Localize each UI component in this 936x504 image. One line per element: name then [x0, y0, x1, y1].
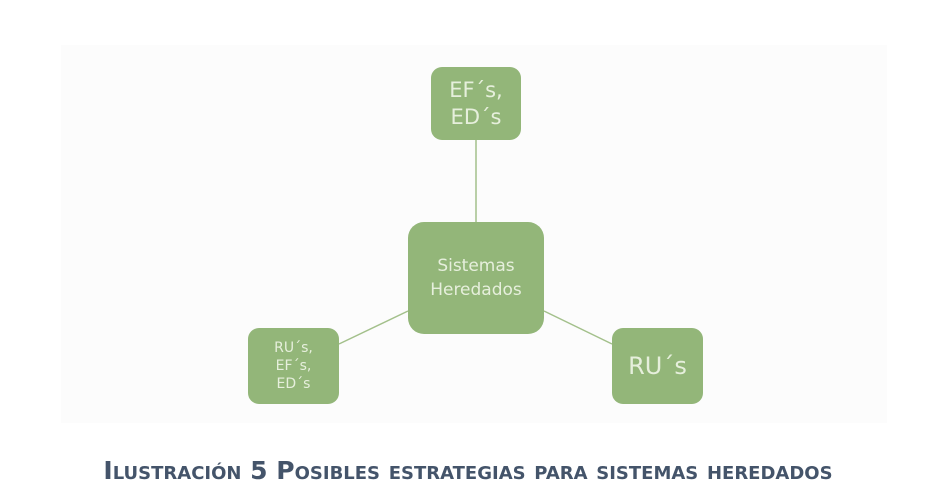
figure-caption: Ilustración 5 Posibles estrategias para …	[103, 456, 833, 485]
node-label: RU´s	[628, 352, 687, 380]
node-rus: RU´s	[612, 328, 703, 404]
node-efs-eds: EF´s, ED´s	[431, 67, 521, 140]
node-label: RU´s, EF´s, ED´s	[274, 340, 313, 392]
node-rus-efs-eds: RU´s, EF´s, ED´s	[248, 328, 339, 404]
connector-center-left	[338, 310, 409, 345]
node-sistemas-heredados: Sistemas Heredados	[408, 222, 544, 334]
connector-center-right	[543, 310, 613, 345]
node-label: Sistemas Heredados	[430, 256, 522, 300]
node-label: EF´s, ED´s	[449, 77, 503, 129]
